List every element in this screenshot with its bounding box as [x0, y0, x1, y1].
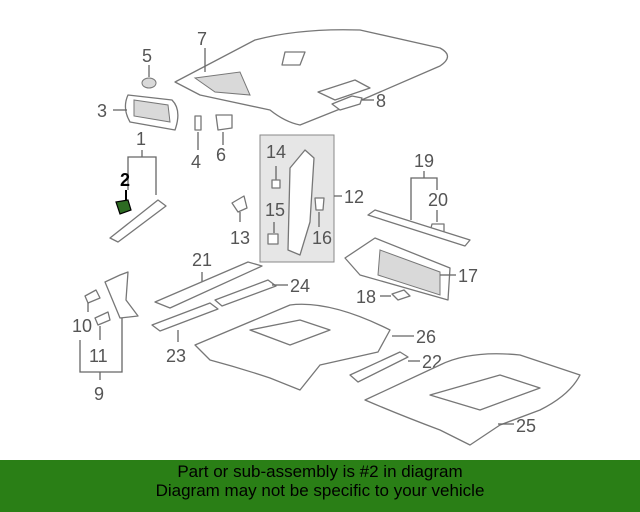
- callout-6: 6: [216, 145, 226, 165]
- part-1-pillar-trim: [109, 199, 167, 243]
- callout-15: 15: [265, 200, 285, 220]
- callout-24: 24: [290, 276, 310, 296]
- callout-21: 21: [192, 250, 212, 270]
- callout-9: 9: [94, 384, 104, 404]
- callout-10: 10: [72, 316, 92, 336]
- callout-8: 8: [376, 91, 386, 111]
- banner-line-2: Diagram may not be specific to your vehi…: [155, 481, 485, 500]
- callout-3: 3: [97, 101, 107, 121]
- callout-19: 19: [414, 151, 434, 171]
- callout-20: 20: [428, 190, 448, 210]
- callout-4: 4: [191, 152, 201, 172]
- part-2-clip: [115, 199, 132, 215]
- callout-26: 26: [416, 327, 436, 347]
- callout-16: 16: [312, 228, 332, 248]
- parts-diagram: 7 8 5 3 4 6 1 2 12 14 15 16: [72, 29, 581, 446]
- callout-11: 11: [89, 346, 108, 366]
- part-18-clip: [391, 289, 411, 301]
- part-4-screw: [194, 115, 202, 131]
- part-9-trim-panel: [104, 271, 139, 319]
- part-24-sill-plate: [214, 279, 277, 307]
- info-banner: Part or sub-assembly is #2 in diagram Di…: [0, 460, 640, 512]
- part-17-rear-panel: [344, 237, 451, 301]
- part-3-sunvisor: [124, 94, 179, 131]
- banner-line-1: Part or sub-assembly is #2 in diagram: [177, 462, 463, 481]
- part-22-sill-plate: [349, 351, 409, 383]
- part-7-headliner: [174, 29, 449, 126]
- callout-23: 23: [166, 346, 186, 366]
- callout-18: 18: [356, 287, 376, 307]
- callout-17: 17: [458, 266, 478, 286]
- callout-13: 13: [230, 228, 250, 248]
- callout-7: 7: [197, 29, 207, 49]
- part-19-rail: [367, 209, 471, 247]
- part-12-b-pillar: [287, 149, 315, 256]
- callout-25: 25: [516, 416, 536, 436]
- callout-2: 2: [120, 170, 130, 190]
- part-25-rear-carpet: [364, 353, 581, 446]
- part-23-sill-plate: [151, 302, 219, 332]
- part-8-clip: [331, 95, 363, 111]
- callout-1: 1: [136, 129, 146, 149]
- part-26-front-carpet: [194, 303, 391, 391]
- part-13-clip: [231, 195, 248, 213]
- part-5-cap: [141, 77, 157, 89]
- part-6-clip: [215, 114, 233, 131]
- part-21-sill-plate: [154, 261, 263, 309]
- callout-14: 14: [266, 142, 286, 162]
- callout-12: 12: [344, 187, 364, 207]
- callout-5: 5: [142, 46, 152, 66]
